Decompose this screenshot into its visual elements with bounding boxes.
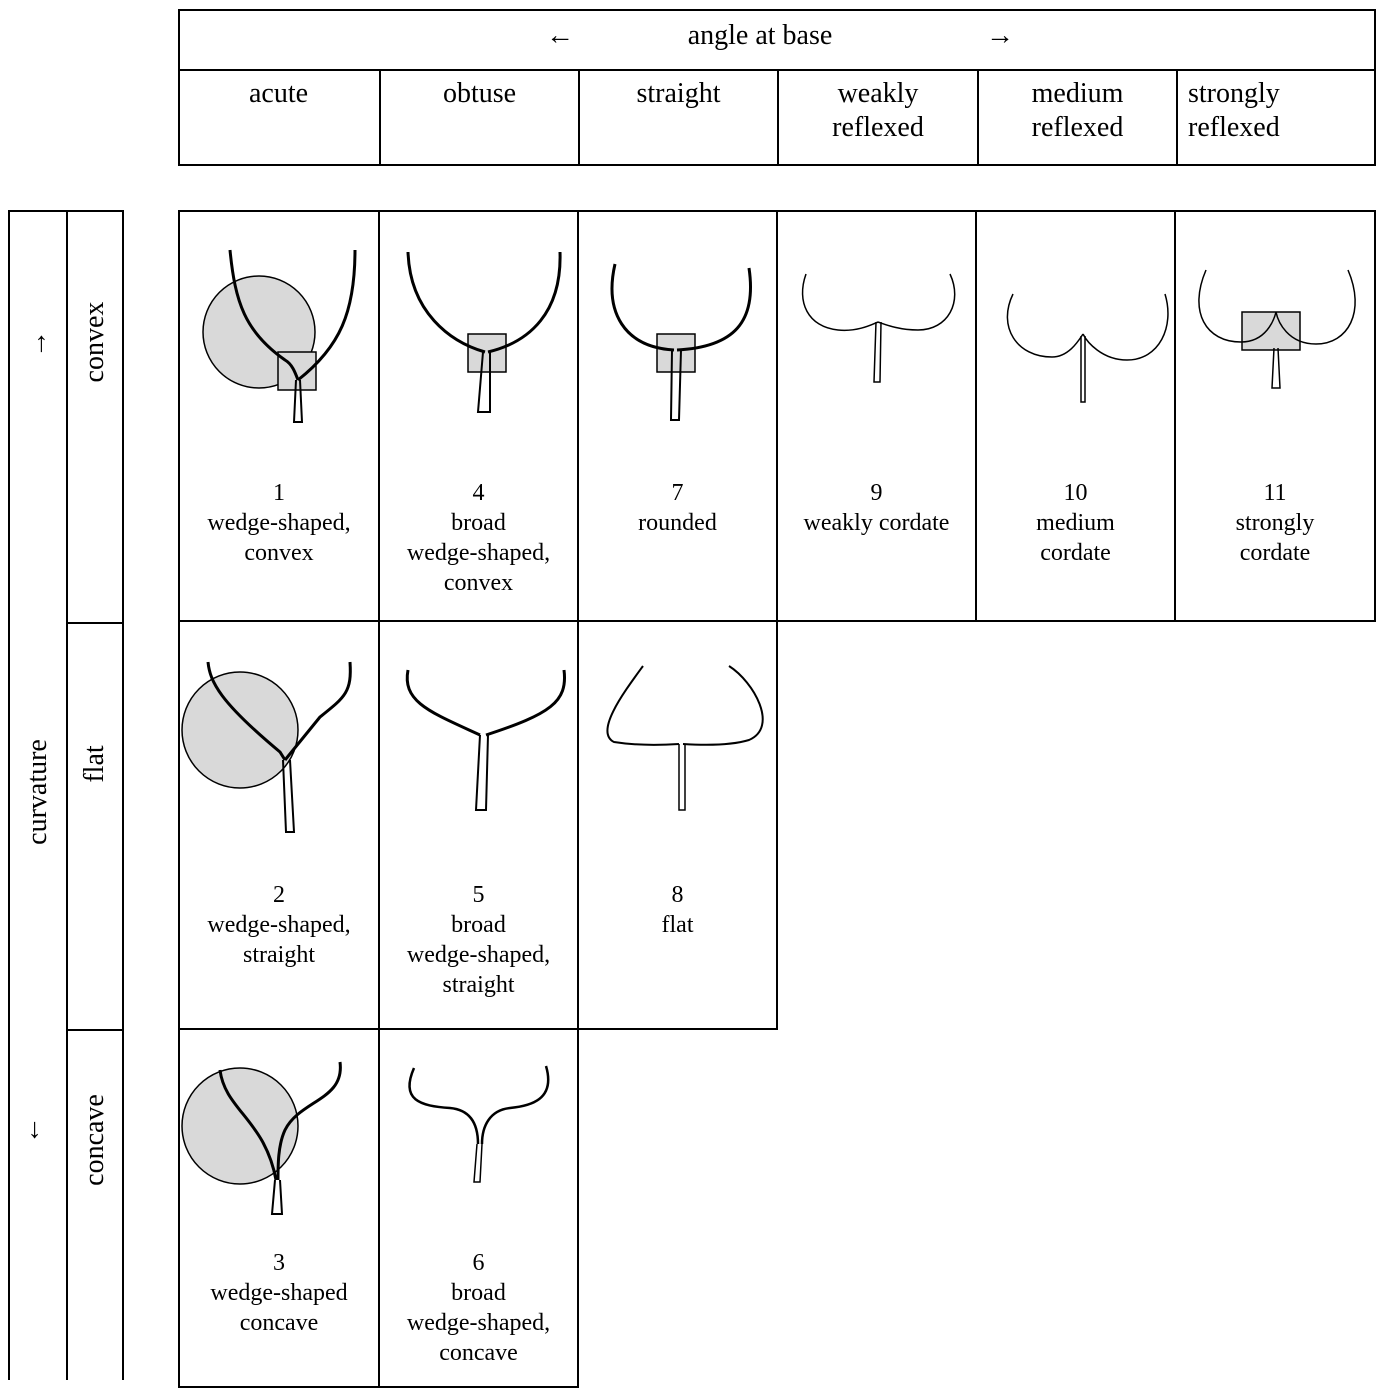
cell-number: 11: [1263, 480, 1287, 506]
leaf-base-5-drawing: [405, 669, 567, 811]
angle-arrow-left: ←: [546, 20, 574, 51]
cell-label: broad wedge-shaped, convex: [406, 510, 551, 596]
side-divider-2: [66, 1029, 122, 1031]
column-header-strongly-reflexed: strongly reflexed: [1176, 71, 1374, 166]
column-header-acute: acute: [248, 78, 309, 109]
curvature-arrow-down: →: [23, 1116, 54, 1144]
cell-5-broad-wedge-straight: 5 broad wedge-shaped, straight: [378, 620, 579, 1030]
row-label-flat: flat: [79, 745, 110, 783]
column-header-weakly-reflexed: weakly reflexed: [777, 71, 977, 166]
leaf-base-1-drawing: [202, 249, 357, 423]
cell-label: wedge-shaped concave: [210, 1280, 348, 1336]
cell-7-rounded: 7 rounded: [577, 210, 778, 622]
angle-arrow-right: →: [986, 20, 1014, 51]
row-label-concave: concave: [79, 1094, 110, 1186]
cell-number: 3: [273, 1250, 285, 1276]
highlight-square: [656, 333, 696, 373]
cell-1-wedge-convex: 1 wedge-shaped, convex: [178, 210, 380, 622]
cell-8-flat: 8 flat: [577, 620, 778, 1030]
leaf-base-8-drawing: [606, 665, 764, 811]
leaf-base-10-drawing: [1006, 293, 1169, 403]
leaf-base-9-drawing: [801, 273, 956, 383]
header-divider: [180, 69, 1374, 71]
row-label-convex: convex: [79, 301, 110, 383]
highlight-square: [1241, 311, 1301, 351]
cell-number: 8: [671, 882, 684, 908]
cell-number: 7: [671, 480, 684, 506]
cell-6-broad-wedge-concave: 6 broad wedge-shaped, concave: [378, 1028, 579, 1388]
cell-label: medium cordate: [1036, 510, 1115, 566]
cell-2-wedge-straight: 2 wedge-shaped, straight: [178, 620, 380, 1030]
curvature-axis-label: curvature: [22, 739, 53, 845]
header-table: ← angle at base → acute obtuse straight …: [178, 9, 1376, 166]
cell-number: 1: [273, 480, 285, 506]
cell-number: 6: [472, 1250, 485, 1276]
cell-number: 2: [273, 882, 285, 908]
cell-number: 5: [472, 882, 485, 908]
cell-number: 10: [1063, 480, 1088, 506]
highlight-circle: [181, 671, 299, 789]
cell-4-broad-wedge-convex: 4 broad wedge-shaped, convex: [378, 210, 579, 622]
cell-label: weakly cordate: [803, 510, 950, 536]
curvature-arrow-up: →: [22, 330, 53, 358]
cell-label: rounded: [638, 510, 717, 536]
cell-number: 9: [870, 480, 883, 506]
cell-label: broad wedge-shaped, concave: [406, 1280, 551, 1366]
cell-label: flat: [661, 912, 694, 938]
cell-label: strongly cordate: [1235, 510, 1315, 566]
cell-3-wedge-concave: 3 wedge-shaped concave: [178, 1028, 380, 1388]
cell-label: broad wedge-shaped, straight: [406, 912, 551, 998]
cell-10-medium-cordate: 10 medium cordate: [975, 210, 1176, 622]
leaf-base-6-drawing: [408, 1065, 550, 1183]
leaf-base-7-drawing: [610, 263, 752, 421]
leaf-base-3-drawing: [181, 1061, 342, 1215]
cell-number: 4: [472, 480, 485, 506]
angle-axis-title: angle at base: [687, 20, 833, 51]
column-header-obtuse: obtuse: [379, 71, 578, 166]
highlight-circle: [181, 1067, 299, 1185]
leaf-base-11-drawing: [1198, 269, 1356, 389]
column-header-medium-reflexed: medium reflexed: [977, 71, 1176, 166]
side-divider-1: [66, 622, 122, 624]
cell-label: wedge-shaped, straight: [207, 912, 351, 968]
leaf-base-4-drawing: [406, 251, 562, 413]
highlight-square: [467, 333, 507, 373]
column-header-straight: straight: [578, 71, 777, 166]
cell-9-weakly-cordate: 9 weakly cordate: [776, 210, 977, 622]
leaf-base-2-drawing: [181, 661, 352, 833]
cell-11-strongly-cordate: 11 strongly cordate: [1174, 210, 1376, 622]
side-axis: → curvature → convex flat concave: [8, 210, 124, 1380]
cell-label: wedge-shaped, convex: [207, 510, 351, 566]
side-divider-vertical: [66, 212, 68, 1380]
